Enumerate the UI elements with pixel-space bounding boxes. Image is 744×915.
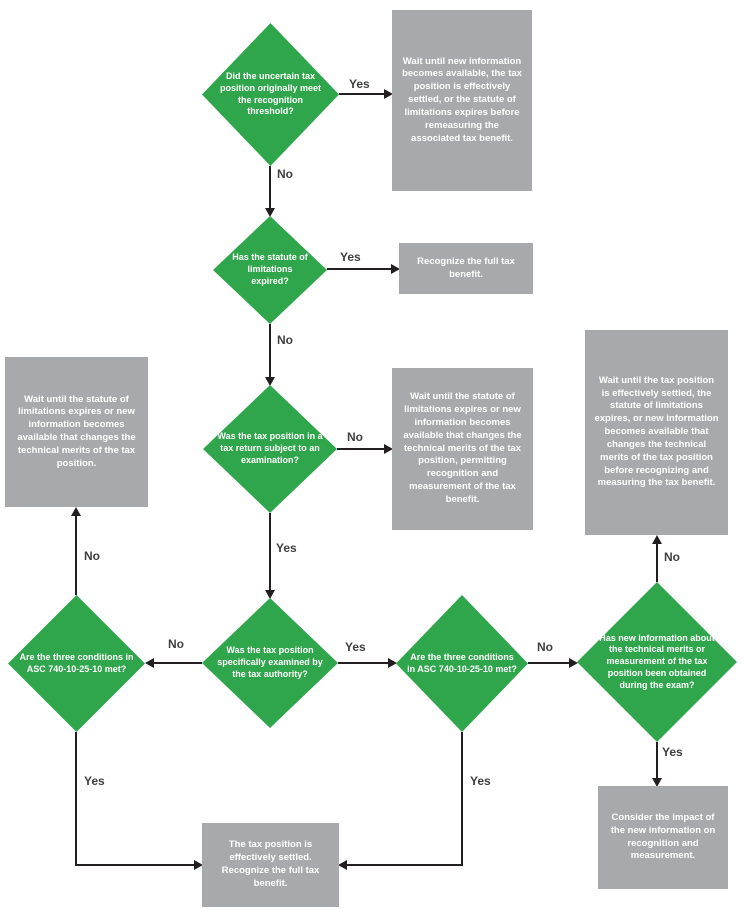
decision-recognition-threshold: Did the uncertain tax position originall… (202, 23, 339, 166)
edge-label-q2-no: No (277, 333, 293, 347)
result-text: The tax position is effectively settled.… (221, 839, 320, 889)
connector-q5r-r6-vertical (461, 732, 463, 866)
connector-q1-r1 (339, 93, 385, 95)
result-wait-remeasure-benefit: Wait until new information becomes avail… (392, 10, 532, 191)
decision-text: Has new information about the technical … (599, 632, 715, 690)
result-text: Wait until the tax position is effective… (594, 374, 719, 489)
connector-q6-r7 (656, 742, 658, 779)
arrowhead-right (194, 860, 203, 870)
decision-text: Did the uncertain tax position originall… (219, 71, 321, 117)
result-recognize-full-benefit: Recognize the full tax benefit. (399, 243, 533, 294)
arrowhead-down (265, 208, 275, 217)
connector-q5l-r6-vertical (75, 732, 77, 866)
edge-label-q5r-no: No (537, 640, 553, 654)
decision-statute-expired: Has the statute of limitations expired? (213, 216, 327, 324)
arrowhead-up (71, 507, 81, 516)
arrowhead-down (265, 377, 275, 386)
result-text: Wait until the statute of limitations ex… (17, 393, 136, 469)
edge-label-q1-no: No (277, 167, 293, 181)
arrowhead-right (384, 89, 393, 99)
connector-q5r-q6 (528, 662, 570, 664)
decision-text: Has the statute of limitations expired? (232, 252, 308, 286)
edge-label-q3-no: No (347, 430, 363, 444)
result-text: Recognize the full tax benefit. (417, 255, 515, 280)
decision-text: Was the tax position specifically examin… (217, 645, 323, 679)
edge-label-q5l-no: No (84, 549, 100, 563)
arrowhead-right (391, 264, 400, 274)
arrowhead-down (265, 590, 275, 599)
decision-return-under-examination: Was the tax position in a tax return sub… (203, 385, 337, 513)
connector-q5l-r6-horizontal (75, 864, 195, 866)
arrowhead-right (569, 658, 578, 668)
connector-q2-q3 (269, 324, 271, 378)
result-wait-before-recognizing-measuring: Wait until the tax position is effective… (585, 330, 728, 535)
edge-label-q2-yes: Yes (340, 250, 361, 264)
arrowhead-right (388, 658, 397, 668)
connector-q4-q5l (153, 662, 202, 664)
arrowhead-down (652, 778, 662, 787)
decision-specifically-examined: Was the tax position specifically examin… (202, 598, 338, 728)
result-effectively-settled: The tax position is effectively settled.… (202, 823, 339, 907)
edge-label-q4-no: No (168, 637, 184, 651)
edge-label-q6-yes: Yes (662, 745, 683, 759)
result-text: Wait until new information becomes avail… (402, 55, 522, 144)
decision-text: Are the three conditions in ASC 740-10-2… (19, 651, 134, 674)
arrowhead-up (652, 535, 662, 544)
connector-q3-r3 (337, 448, 385, 450)
edge-label-q5r-yes: Yes (470, 774, 491, 788)
connector-q4-q5r (338, 662, 389, 664)
connector-q2-r2 (327, 268, 392, 270)
decision-new-information-during-exam: Has new information about the technical … (577, 582, 737, 742)
connector-q1-q2 (269, 166, 271, 209)
result-text: Consider the impact of the new informati… (610, 811, 716, 862)
decision-text: Are the three conditions in ASC 740-10-2… (407, 651, 517, 674)
result-wait-permitting-recognition: Wait until the statute of limitations ex… (392, 368, 533, 530)
edge-label-q1-yes: Yes (349, 77, 370, 91)
edge-label-q5l-yes: Yes (84, 774, 105, 788)
arrowhead-right (384, 444, 393, 454)
decision-text: Was the tax position in a tax return sub… (217, 431, 323, 465)
edge-label-q3-yes: Yes (276, 541, 297, 555)
edge-label-q4-yes: Yes (345, 640, 366, 654)
connector-q5l-r4 (75, 515, 77, 595)
result-consider-impact: Consider the impact of the new informati… (598, 786, 728, 889)
connector-q6-r5 (656, 543, 658, 582)
connector-q5r-r6-horizontal (346, 864, 463, 866)
decision-three-conditions-right: Are the three conditions in ASC 740-10-2… (396, 595, 528, 732)
result-text: Wait until the statute of limitations ex… (403, 391, 522, 505)
arrowhead-left (145, 658, 154, 668)
edge-label-q6-no: No (664, 550, 680, 564)
connector-q3-q4 (269, 513, 271, 591)
arrowhead-left (338, 860, 347, 870)
result-wait-changes-technical-merits: Wait until the statute of limitations ex… (5, 357, 148, 507)
decision-three-conditions-left: Are the three conditions in ASC 740-10-2… (8, 595, 145, 732)
